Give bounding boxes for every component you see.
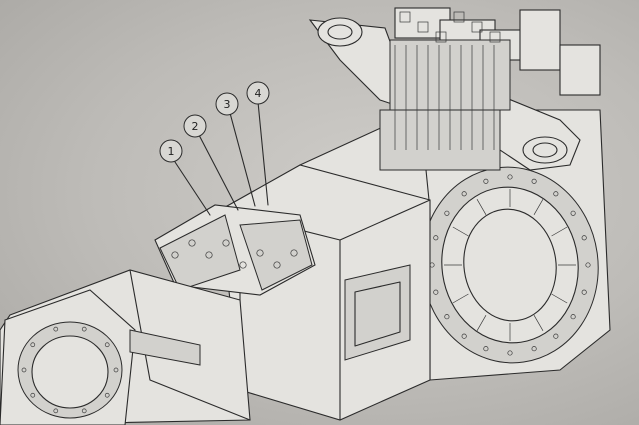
flange-bolt xyxy=(581,289,587,295)
flange-bolt xyxy=(507,350,513,356)
callout-1: 1 xyxy=(159,139,183,163)
valve-bolt xyxy=(290,249,298,257)
valve-coil xyxy=(435,31,447,43)
bell-bolt xyxy=(53,326,59,332)
flange-bolt xyxy=(531,346,537,352)
callout-4-label: 4 xyxy=(255,87,262,100)
valve-bolt xyxy=(273,261,281,269)
flange-bolt xyxy=(507,174,513,180)
bell-bolt xyxy=(113,367,119,373)
flange-rib xyxy=(452,293,469,304)
flange-bolt xyxy=(570,210,576,216)
valve-bolt xyxy=(188,239,196,247)
valve-coil xyxy=(471,21,483,33)
flange-bolt xyxy=(553,333,559,339)
ring-flange xyxy=(421,166,599,364)
flange-bolt xyxy=(433,235,439,241)
callouts: 1 2 3 4 xyxy=(159,81,270,216)
flange-rib xyxy=(533,315,544,331)
valve-bolt xyxy=(256,249,264,257)
control-valve-block xyxy=(154,204,316,296)
flange-bolt xyxy=(444,314,450,320)
flange-rib xyxy=(452,226,469,237)
valve-coil xyxy=(399,11,411,23)
flange-bolt xyxy=(531,178,537,184)
bell-bolt xyxy=(53,408,59,414)
flange-rib xyxy=(551,293,568,304)
bell-bolt xyxy=(104,392,110,398)
valve-bolt xyxy=(205,251,213,259)
callout-3-label: 3 xyxy=(224,98,231,111)
valve-coil xyxy=(489,31,501,43)
valve-bolt xyxy=(171,251,179,259)
callout-2: 2 xyxy=(183,114,207,138)
flange-bolt xyxy=(444,210,450,216)
valve-bolt xyxy=(222,239,230,247)
flange-bolt xyxy=(570,314,576,320)
flange-bolt xyxy=(553,191,559,197)
flange-bolt xyxy=(461,333,467,339)
bell-bolt xyxy=(81,408,87,414)
bell-bolt xyxy=(104,342,110,348)
flange-bolt xyxy=(461,191,467,197)
callout-4: 4 xyxy=(246,81,270,105)
bell-bolt xyxy=(30,392,36,398)
flange-bolt xyxy=(581,235,587,241)
front-housing xyxy=(0,269,251,425)
bell-bolt xyxy=(21,367,27,373)
flange-bolt xyxy=(483,346,489,352)
valve-coil xyxy=(417,21,429,33)
flange-rib xyxy=(476,315,487,331)
flange-bolt xyxy=(585,262,591,268)
callout-2-label: 2 xyxy=(192,120,199,133)
bell-bolt xyxy=(30,342,36,348)
valve-coil xyxy=(453,11,465,23)
flange-rib xyxy=(533,199,544,215)
bell-bolt xyxy=(81,326,87,332)
flange-rib xyxy=(476,199,487,215)
flange-bolt xyxy=(433,289,439,295)
flange-bolt xyxy=(483,178,489,184)
callout-3: 3 xyxy=(215,92,239,116)
top-valve-cluster xyxy=(379,7,601,171)
flange-rib xyxy=(551,226,568,237)
callout-1-label: 1 xyxy=(168,145,175,158)
valve-bolt xyxy=(239,261,247,269)
